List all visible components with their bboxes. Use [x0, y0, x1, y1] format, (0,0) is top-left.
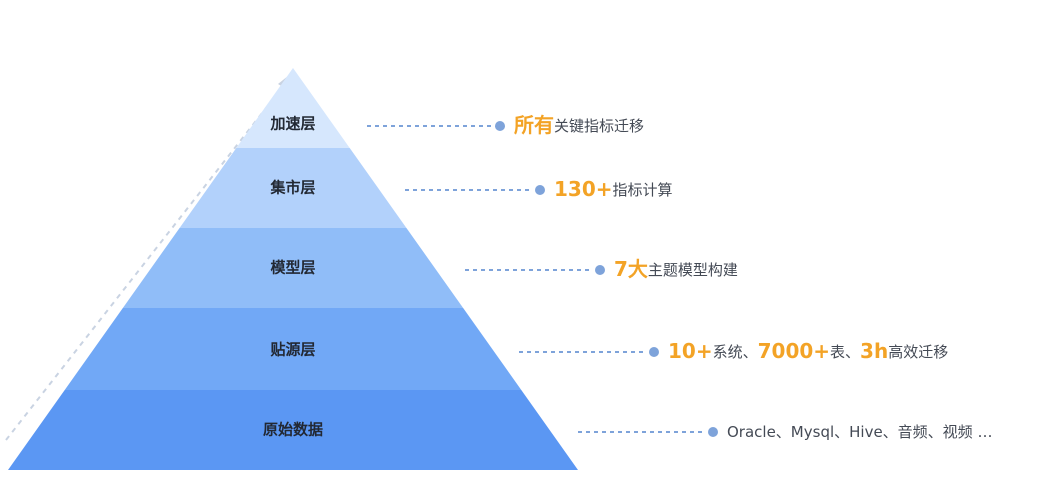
- description-text: 关键指标迁移: [554, 117, 644, 135]
- layer-description: Oracle、Mysql、Hive、音频、视频 …: [727, 423, 992, 441]
- pyramid-layer: [236, 68, 350, 148]
- description-highlight: 130+: [554, 177, 613, 201]
- leader-dot-icon: [595, 265, 605, 275]
- arrow-line: [5, 79, 289, 441]
- leader-dot-icon: [495, 121, 505, 131]
- layer-label: 原始数据: [263, 421, 323, 439]
- description-text: 表、: [830, 343, 860, 361]
- layer-description: 7大主题模型构建: [614, 257, 738, 281]
- pyramid-layer: [122, 228, 464, 308]
- layer-label: 模型层: [270, 259, 315, 277]
- description-text: 主题模型构建: [648, 261, 738, 279]
- pyramid-layers: 原始数据 贴源层 模型层 集市层 加速层: [8, 68, 578, 470]
- pyramid-layer: [179, 148, 407, 228]
- description-highlight: 10+: [668, 339, 713, 363]
- layer-label: 贴源层: [270, 341, 315, 359]
- description-highlight: 7大: [614, 257, 648, 281]
- description-text: 高效迁移: [888, 343, 948, 361]
- layer-label: 集市层: [269, 179, 315, 197]
- layer-description: 10+系统、7000+表、3h高效迁移: [668, 339, 948, 363]
- pyramid-layer: [64, 308, 522, 390]
- layer-description: 所有关键指标迁移: [514, 113, 644, 137]
- description-text: 指标计算: [613, 181, 673, 199]
- layer-label: 加速层: [269, 115, 315, 133]
- leader-dot-icon: [535, 185, 545, 195]
- description-text: Oracle、Mysql、Hive、音频、视频 …: [727, 423, 992, 441]
- leader-dot-icon: [649, 347, 659, 357]
- description-text: 系统、: [713, 343, 758, 361]
- layer-description: 130+指标计算: [554, 177, 673, 201]
- leader-dot-icon: [708, 427, 718, 437]
- description-highlight: 3h: [860, 339, 888, 363]
- layer-descriptions: Oracle、Mysql、Hive、音频、视频 … 10+系统、7000+表、3h…: [367, 113, 992, 441]
- pyramid-layer: [8, 390, 578, 470]
- description-highlight: 7000+: [758, 339, 830, 363]
- description-highlight: 所有: [514, 113, 554, 137]
